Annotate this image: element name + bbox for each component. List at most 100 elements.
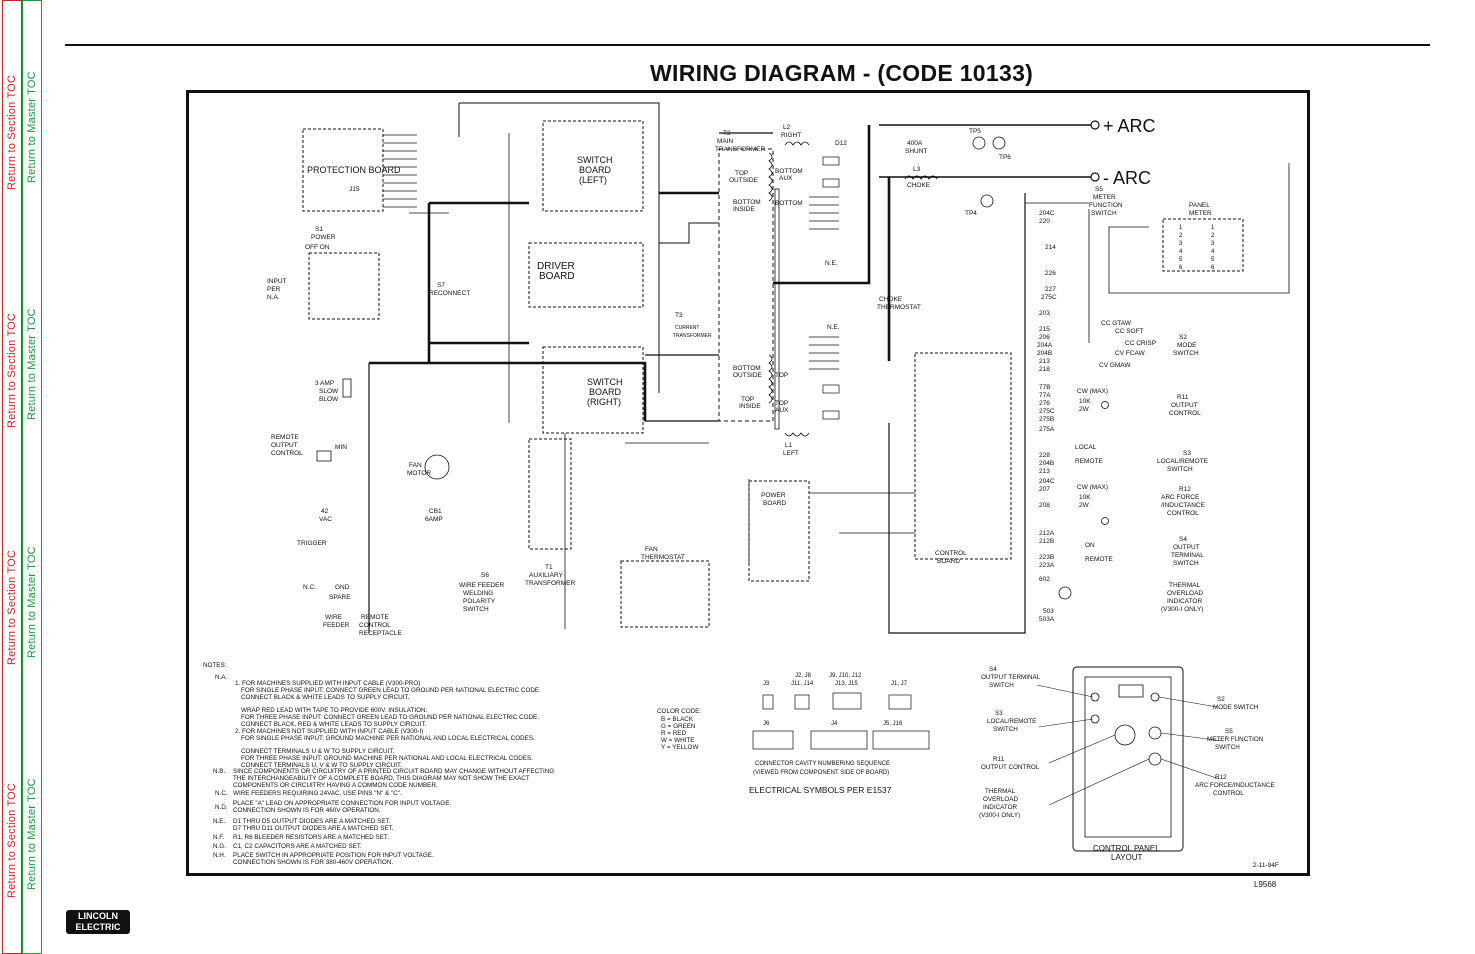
note-line: COMPONENTS OR CIRCUITRY HAVING A COMMON … <box>233 782 438 789</box>
svg-text:4: 4 <box>1179 249 1183 255</box>
note-tag: N.H. <box>213 852 226 859</box>
l1-left-label: LEFT <box>783 450 799 457</box>
remote-output-1: REMOTE <box>271 434 299 441</box>
wiring-diagram: + ARC - ARC PROTECTION BOARD J15 SWITCH … <box>203 102 1290 869</box>
wire-number: 206 <box>1039 334 1050 341</box>
notes: NOTES: N.A. 1. FOR MACHINES SUPPLIED WIT… <box>203 662 554 866</box>
output-section: L2 RIGHT L1 LEFT D12 BOTTOM AUX BOTTOM T… <box>774 124 847 457</box>
wire-number: 204C <box>1039 210 1055 217</box>
wire-number: 276 <box>1039 400 1050 407</box>
s2-mode: MODE <box>1177 342 1197 349</box>
cw-max-2: CW (MAX) <box>1077 484 1108 491</box>
r11-output: OUTPUT <box>1171 402 1198 409</box>
svg-text:2: 2 <box>1179 233 1183 239</box>
r12-label: R12 <box>1179 486 1191 493</box>
driver-board-line2: BOARD <box>539 271 575 282</box>
r12-arc-force: ARC FORCE <box>1161 494 1200 501</box>
sidebar: Return to Section TOC Return to Master T… <box>0 0 44 954</box>
panel-callout: OVERLOAD <box>983 796 1018 803</box>
input-3: N.A. <box>267 294 280 301</box>
panel-callout: R12 <box>1215 774 1227 781</box>
svg-text:1: 1 <box>1179 225 1183 231</box>
s6-switch: SWITCH <box>463 606 489 613</box>
plus-arc-terminal-icon <box>1090 120 1100 130</box>
protection-board: PROTECTION BOARD J15 <box>302 128 417 212</box>
note-line: R1, R6 BLEEDER RESISTORS ARE A MATCHED S… <box>233 834 389 841</box>
wire-number: 275B <box>1039 416 1054 423</box>
t3-transformer: TRANSFORMER <box>673 333 712 339</box>
receptacle-1: REMOTE <box>361 614 389 621</box>
switch-board-right: SWITCH BOARD (RIGHT) <box>542 346 644 434</box>
wire-number: 204C <box>1039 478 1055 485</box>
section-toc-link[interactable]: Return to Section TOC <box>6 74 18 190</box>
wire-number: 212A <box>1039 530 1055 537</box>
s7-label: S7 <box>437 282 445 289</box>
note-line: THE INTERCHANGEABILITY OF A COMPLETE BOA… <box>233 775 530 782</box>
wire-number: 227 <box>1045 286 1056 293</box>
panel-callout: SWITCH <box>993 726 1018 733</box>
control-board-line2: BOARD <box>937 558 960 565</box>
vac-1: 42 <box>321 508 329 515</box>
fan-thermostat-2: THERMOSTAT <box>641 554 685 561</box>
master-toc-link[interactable]: Return to Master TOC <box>26 546 38 658</box>
t2-label-main: MAIN <box>717 138 734 145</box>
wiring-lines <box>368 102 1290 634</box>
svg-text:2: 2 <box>1211 233 1215 239</box>
master-toc-link[interactable]: Return to Master TOC <box>26 778 38 890</box>
note-line: WIRE FEEDERS REQUIRING 24VAC, USE PINS "… <box>233 790 402 797</box>
section-toc-link[interactable]: Return to Section TOC <box>6 549 18 665</box>
wire-number: 275C <box>1041 294 1057 301</box>
section-toc-link[interactable]: Return to Section TOC <box>6 312 18 428</box>
connector-label: J2, J8 <box>795 673 812 679</box>
wire-feeder-1: WIRE <box>325 614 343 621</box>
wire-number: 223B <box>1039 554 1054 561</box>
s2-label: S2 <box>1179 334 1187 341</box>
panel-callout: OUTPUT TERMINAL <box>981 674 1041 681</box>
s5-meter: METER <box>1093 194 1116 201</box>
section-toc-link[interactable]: Return to Section TOC <box>6 782 18 898</box>
nc-label: N.C. <box>303 584 316 591</box>
master-toc-link[interactable]: Return to Master TOC <box>26 308 38 420</box>
note-line: C1, C2 CAPACITORS ARE A MATCHED SET. <box>233 843 362 850</box>
connector-label: J1, J7 <box>891 681 908 687</box>
bottom-inside-2: INSIDE <box>733 206 755 213</box>
ne-label-top: N.E. <box>825 260 838 267</box>
color-code-entry: W = WHITE <box>661 737 694 744</box>
local-label: LOCAL <box>1075 444 1097 451</box>
logo-line-1: LINCOLN <box>78 911 118 921</box>
t3-label: T3 <box>675 312 683 319</box>
wire-number: 213 <box>1039 468 1050 475</box>
l2-label: L2 <box>783 124 791 131</box>
notes-header: NOTES: <box>203 662 227 669</box>
bottom-label: BOTTOM <box>775 200 803 207</box>
note-line: PLACE SWITCH IN APPROPRIATE POSITION FOR… <box>233 852 434 859</box>
driver-board: DRIVER BOARD <box>528 242 644 308</box>
wire-number: 204B <box>1037 350 1052 357</box>
top-aux-1: TOP <box>775 400 788 407</box>
connector-caption: (VIEWED FROM COMPONENT SIDE OF BOARD) <box>753 770 889 776</box>
panel-callout: S4 <box>989 666 997 673</box>
switch-board-left-line2: BOARD <box>579 165 612 175</box>
panel-meter-1: PANEL <box>1189 202 1210 209</box>
mode-cc-gtaw: CC GTAW <box>1101 320 1132 327</box>
connector-label: J13, J15 <box>835 681 858 687</box>
r11-2w: 2W <box>1079 406 1090 413</box>
switch-board-right-line1: SWITCH <box>587 377 623 387</box>
master-toc-link[interactable]: Return to Master TOC <box>26 71 38 183</box>
wire-number: 602 <box>1039 576 1050 583</box>
panel-meter-icon <box>1118 684 1144 698</box>
fuse-1: 3 AMP <box>315 380 334 387</box>
panel-callout: INDICATOR <box>983 804 1018 811</box>
switch-board-right-line3: (RIGHT) <box>587 397 621 407</box>
t1-auxiliary: AUXILIARY <box>529 572 564 579</box>
tp6-label: TP6 <box>999 154 1011 161</box>
tp4-label: TP4 <box>965 210 977 217</box>
panel-callout: S2 <box>1217 696 1225 703</box>
panel-callout: MODE SWITCH <box>1213 704 1259 711</box>
color-code-entry: Y = YELLOW <box>661 744 698 751</box>
t3-current: CURRENT <box>675 325 699 331</box>
switch-board-left-line1: SWITCH <box>577 155 613 165</box>
note-tag: N.F. <box>213 834 224 841</box>
r12-10k: 10K <box>1079 494 1091 501</box>
wire-number: 204A <box>1037 342 1053 349</box>
